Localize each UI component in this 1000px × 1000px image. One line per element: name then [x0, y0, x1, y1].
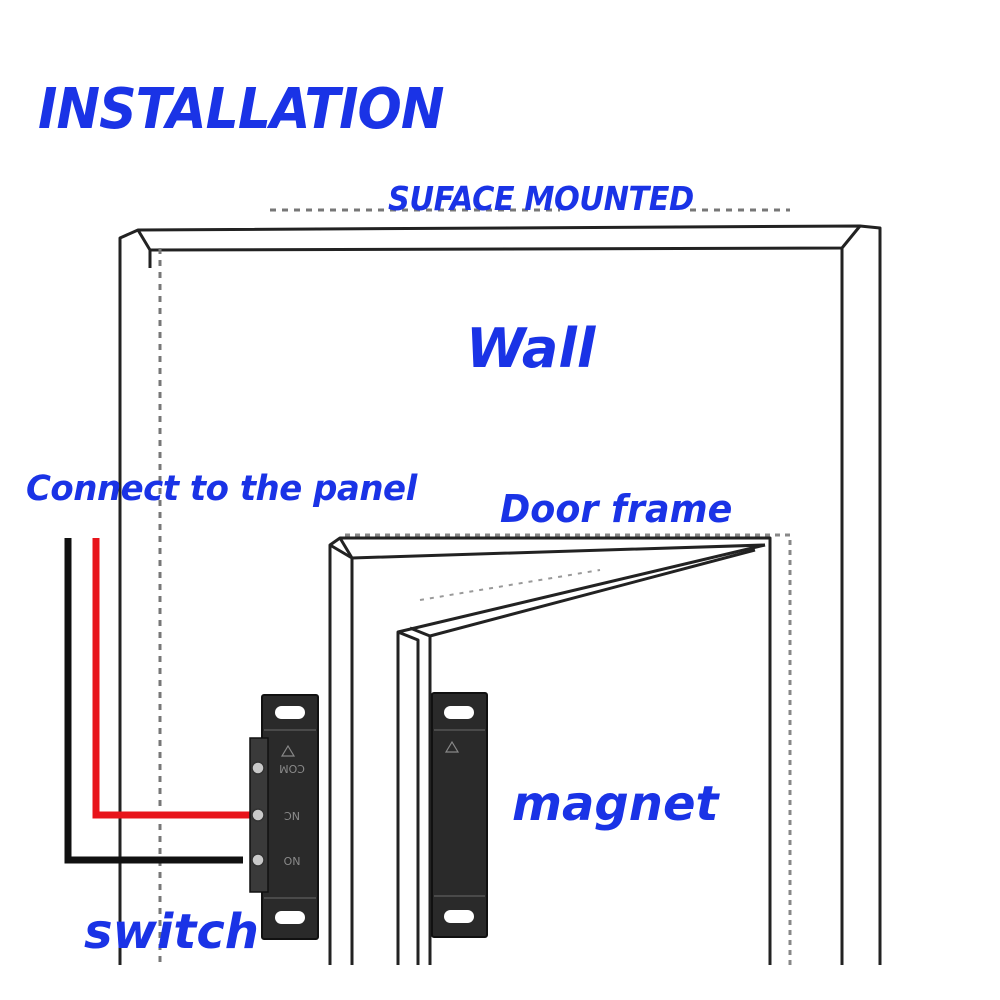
magnet-hole-top [444, 706, 474, 719]
door-frame-label: Door frame [500, 487, 733, 531]
door-frame-hidden-edges [345, 533, 792, 965]
black-wire [64, 538, 243, 864]
magnet-arrow-mark [444, 740, 460, 753]
screw-terminal-com [251, 761, 265, 775]
wires [64, 538, 262, 864]
diagram-title: INSTALLATION [38, 77, 444, 142]
magnet-label: magnet [512, 776, 719, 832]
terminal-label-nc: NC [284, 809, 300, 822]
magnet-hole-bottom [444, 910, 474, 923]
wall-frame [118, 224, 882, 965]
terminal-label-no: NO [283, 854, 300, 867]
connect-panel-label: Connect to the panel [26, 469, 417, 509]
door-panel [396, 543, 766, 965]
surface-mounted-label: SUFACE MOUNTED [388, 179, 694, 218]
screw-terminal-nc [251, 808, 265, 822]
red-wire [92, 538, 262, 819]
magnet-unit [431, 692, 488, 938]
reed-switch: COM NC NO [249, 694, 319, 940]
wall-frame-hidden-edges [158, 208, 790, 965]
arrow-mark [280, 744, 296, 757]
wall-label: Wall [466, 317, 596, 380]
terminal-label-com: COM [279, 762, 305, 775]
screw-terminal-no [251, 853, 265, 867]
switch-label: switch [84, 904, 259, 960]
door-frame [328, 536, 772, 965]
mounting-hole-top [275, 706, 305, 719]
door-panel-edge-dashes [419, 569, 601, 601]
mounting-hole-bottom [275, 911, 305, 924]
